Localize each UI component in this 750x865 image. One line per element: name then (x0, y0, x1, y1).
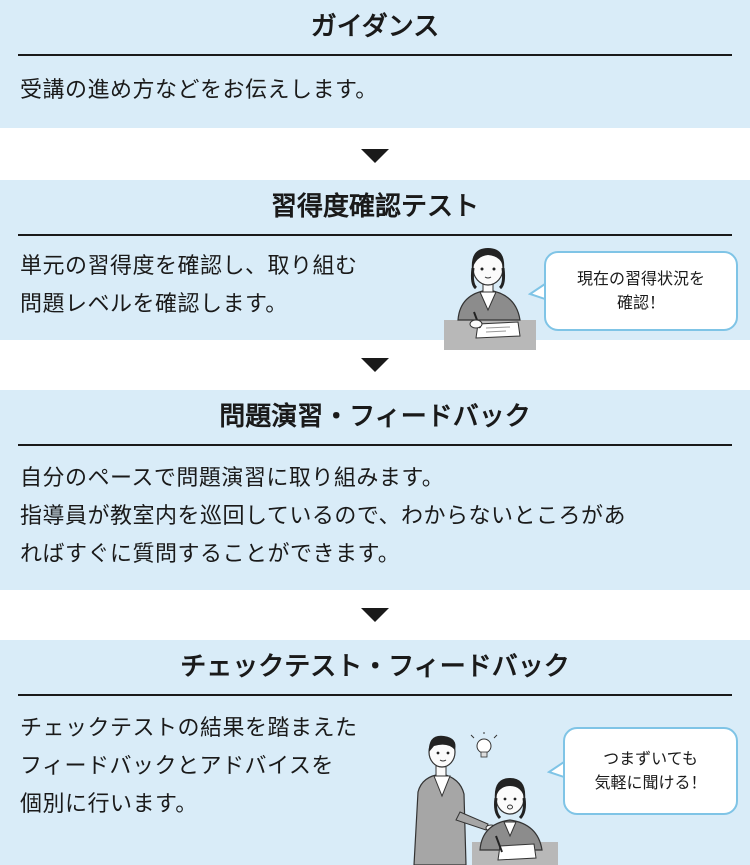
section-body: チェックテストの結果を踏まえた フィードバックとアドバイスを 個別に行います。 (20, 710, 358, 824)
section-body: 自分のペースで問題演習に取り組みます。 指導員が教室内を巡回しているので、わから… (20, 460, 626, 574)
speech-bubble-check: つまずいても 気軽に聞ける！ (563, 727, 738, 815)
section-body: 受講の進め方などをお伝えします。 (20, 72, 378, 110)
section-practice: 問題演習・フィードバック 自分のペースで問題演習に取り組みます。 指導員が教室内… (0, 390, 750, 590)
section-title: ガイダンス (18, 0, 732, 56)
section-title: チェックテスト・フィードバック (18, 640, 732, 696)
teacher-student-illustration (408, 732, 558, 865)
down-arrow-icon (361, 358, 389, 372)
section-guidance: ガイダンス 受講の進め方などをお伝えします。 (0, 0, 750, 128)
section-check-test: チェックテスト・フィードバック チェックテストの結果を踏まえた フィードバックと… (0, 640, 750, 865)
section-level-test: 習得度確認テスト 単元の習得度を確認し、取り組む 問題レベルを確認します。 現在… (0, 180, 750, 340)
section-title: 習得度確認テスト (18, 180, 732, 236)
down-arrow-icon (361, 608, 389, 622)
section-title: 問題演習・フィードバック (18, 390, 732, 446)
speech-bubble-test: 現在の習得状況を 確認！ (544, 251, 738, 331)
section-body: 単元の習得度を確認し、取り組む 問題レベルを確認します。 (20, 248, 358, 324)
student-writing-illustration (440, 240, 540, 350)
down-arrow-icon (361, 149, 389, 163)
